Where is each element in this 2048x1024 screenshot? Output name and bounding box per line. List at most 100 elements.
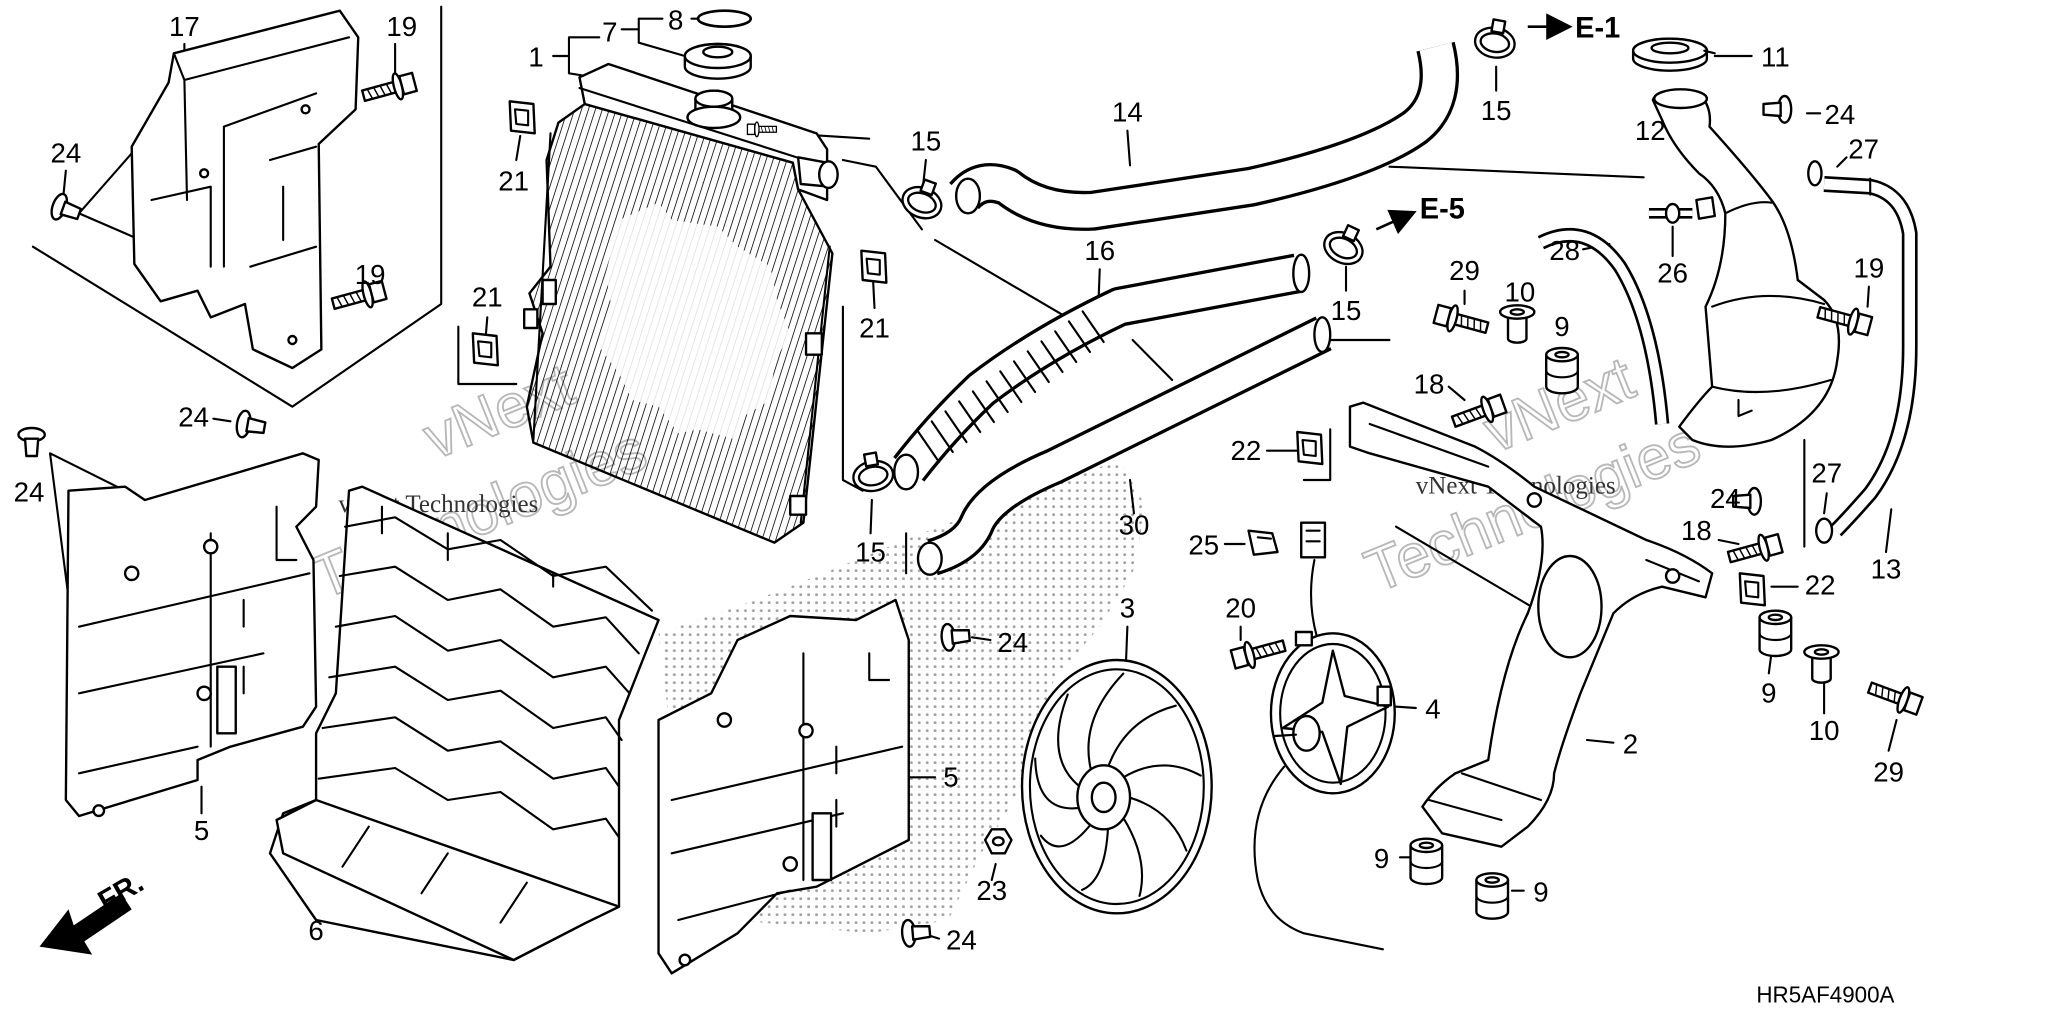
corrugation-ring — [1054, 330, 1078, 364]
cooling-fan — [1020, 658, 1213, 915]
callout-label: 4 — [1425, 694, 1440, 725]
grommet-9 — [1409, 837, 1444, 886]
fan-bracket — [1348, 401, 1714, 848]
corrugation-ring — [916, 430, 941, 464]
corrugation-ring — [1067, 320, 1092, 354]
clip-nut-21 — [860, 249, 888, 284]
callout-label: 24 — [178, 402, 209, 433]
fan-blade — [1127, 796, 1188, 852]
callout-label: 24 — [50, 138, 81, 169]
fan-blade — [1121, 764, 1202, 779]
ref-e5: E-5 — [1420, 194, 1465, 226]
callout-label: 15 — [911, 126, 942, 157]
callout-label: 13 — [1871, 554, 1902, 585]
callout-label: 10 — [1504, 276, 1535, 307]
callout-label: 25 — [1188, 530, 1219, 561]
fan-blade — [1106, 704, 1177, 769]
callout-label: 28 — [1549, 235, 1580, 266]
callout-label: 1 — [528, 42, 543, 73]
corrugation-ring — [930, 420, 954, 454]
callout-label: 15 — [855, 536, 886, 567]
corrugation-ring — [985, 380, 1009, 414]
callout-label: 19 — [1854, 252, 1885, 283]
corrugation-ring — [958, 400, 982, 434]
callout-label: 19 — [386, 11, 417, 42]
lower-radiator-hose — [893, 253, 1311, 491]
radiator-grille — [268, 485, 660, 962]
radiator-cap — [683, 42, 752, 80]
callout-label: 14 — [1112, 96, 1143, 127]
callout-label: 22 — [1231, 435, 1262, 466]
radiator-side-bracket — [130, 9, 360, 370]
nut-23 — [983, 828, 1013, 855]
connector-clip-25 — [1247, 529, 1279, 556]
callout-label: 24 — [14, 476, 45, 507]
corrugation-ring — [1081, 310, 1105, 344]
callout-label: 24 — [997, 627, 1028, 658]
callout-label: 21 — [859, 312, 890, 343]
shroud-left — [64, 452, 320, 818]
callout-label: 22 — [1805, 570, 1836, 601]
corrugation-ring — [1012, 360, 1037, 394]
clip-22 — [1738, 572, 1767, 607]
callout-label: 30 — [1119, 510, 1150, 541]
callout-label: 19 — [355, 259, 386, 290]
callout-label: 24 — [1825, 99, 1856, 130]
fan-connector — [1300, 521, 1327, 559]
callout-label: 9 — [1761, 678, 1776, 709]
clip-26 — [1664, 202, 1681, 224]
fan-blade — [1121, 815, 1144, 897]
clip-nut-21 — [471, 332, 500, 367]
callout-labels: 17 19 24 19 7 8 1 21 21 15 21 14 15 11 1… — [14, 4, 1904, 955]
hose-corrugation — [916, 310, 1105, 464]
diagram-code: HR5AF4900A — [1756, 983, 1894, 1008]
ref-e1: E-1 — [1575, 12, 1620, 44]
radiator — [522, 62, 839, 545]
callout-label: 18 — [1414, 368, 1445, 399]
clamp-27 — [1807, 160, 1823, 187]
corrugation-ring — [1026, 350, 1050, 384]
cap-o-ring — [696, 9, 753, 28]
reserve-tank-cap — [1631, 37, 1716, 72]
grommet-9 — [1475, 872, 1510, 920]
callout-label: 21 — [498, 166, 529, 197]
callout-label: 3 — [1120, 592, 1135, 623]
callout-label: 12 — [1635, 115, 1666, 146]
callout-label: 5 — [194, 815, 209, 846]
callout-label: 6 — [308, 915, 323, 946]
callout-label: 24 — [1710, 483, 1741, 514]
callout-label: 9 — [1374, 843, 1389, 874]
fan-blade — [1057, 693, 1082, 788]
bypass-hose — [916, 316, 1332, 576]
callout-label: 16 — [1084, 235, 1115, 266]
callout-label: 2 — [1623, 728, 1638, 759]
fan-blade — [1087, 672, 1125, 772]
callout-label: 27 — [1848, 134, 1879, 165]
callout-label: 21 — [472, 282, 503, 313]
callout-label: 9 — [1554, 311, 1569, 342]
ref-arrow-e5 — [1375, 209, 1417, 235]
callout-label: 8 — [668, 4, 683, 35]
fan-blade — [1034, 757, 1082, 810]
fan-blades — [1034, 672, 1202, 897]
clip-nut-21 — [508, 100, 536, 135]
front-arrow — [39, 893, 132, 955]
callout-label: 17 — [169, 11, 200, 42]
corrugation-ring — [971, 390, 995, 424]
callout-label: 29 — [1873, 756, 1904, 787]
callout-label: 7 — [602, 16, 617, 47]
fan-blade — [1039, 822, 1093, 848]
callout-label: 23 — [976, 875, 1007, 906]
callout-label: 24 — [946, 924, 977, 955]
fan-blade — [1081, 826, 1110, 891]
clamp-27 — [1815, 517, 1834, 544]
inset-frame — [31, 5, 443, 408]
corrugation-ring — [944, 410, 968, 444]
callout-label: 15 — [1331, 295, 1362, 326]
callout-label: 18 — [1681, 515, 1712, 546]
callout-label: 9 — [1533, 876, 1548, 907]
callout-label: 10 — [1809, 715, 1840, 746]
corrugation-ring — [1040, 340, 1064, 374]
callout-label: 5 — [943, 762, 958, 793]
